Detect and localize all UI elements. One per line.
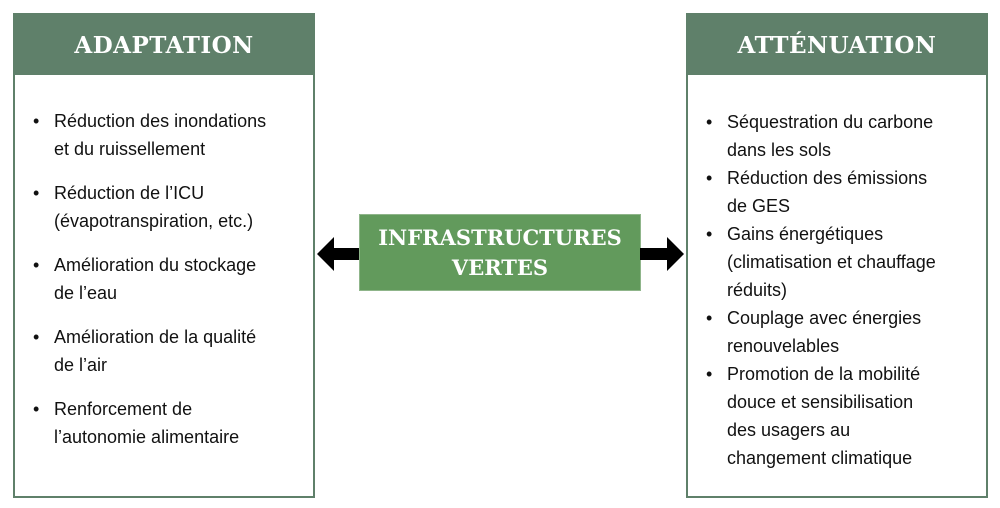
list-item: • Réduction des émissions de GES <box>702 164 936 220</box>
center-line: INFRASTRUCTURES <box>378 224 622 250</box>
attenuation-panel: ATTÉNUATION • Séquestration du carbone dan… <box>686 13 988 498</box>
list-item-text: Gains énergétiques <box>727 224 884 244</box>
list-item: • Couplage avec énergies renouvelables <box>702 304 936 360</box>
bullet-icon: • <box>706 364 713 384</box>
attenuation-list: • Séquestration du carbone dans les sols • R… <box>702 108 936 472</box>
list-item: • Gains énergétiques (climatisation et cha… <box>702 220 936 304</box>
list-item-text: changement climatique <box>727 448 913 468</box>
list-item-text: dans les sols <box>727 140 832 160</box>
bullet-icon: • <box>33 183 40 203</box>
list-item-text: et du ruissellement <box>54 139 206 159</box>
center-line: VERTES <box>451 254 549 280</box>
list-item-text: Amélioration de la qualité <box>54 327 257 347</box>
bullet-icon: • <box>33 399 40 419</box>
list-item: • Réduction des inondations et du ruissell… <box>29 107 266 163</box>
attenuation-title: ATTÉNUATION <box>688 15 986 75</box>
list-item-text: Promotion de la mobilité <box>727 364 921 384</box>
list-item-text: de l’eau <box>54 283 118 303</box>
list-item: • Amélioration de la qualité de l’air <box>29 323 266 379</box>
bullet-icon: • <box>706 224 713 244</box>
bullet-icon: • <box>706 168 713 188</box>
list-item-text: des usagers au <box>727 420 851 440</box>
list-item: • Promotion de la mobilité douce et sensib… <box>702 360 936 472</box>
list-item-text: l’autonomie alimentaire <box>54 427 240 447</box>
list-item-text: de GES <box>727 196 791 216</box>
list-item-text: (climatisation et chauffage <box>727 252 936 272</box>
infrastructures-vertes-box: INFRASTRUCTURES VERTES <box>359 214 641 291</box>
list-item: • Renforcement de l’autonomie alimentaire <box>29 395 266 451</box>
bullet-icon: • <box>706 308 713 328</box>
list-item-text: Réduction des émissions <box>727 168 928 188</box>
list-item-text: Couplage avec énergies <box>727 308 922 328</box>
list-item-text: renouvelables <box>727 336 840 356</box>
bullet-icon: • <box>33 111 40 131</box>
list-item-text: réduits) <box>727 280 788 300</box>
list-item-text: Renforcement de <box>54 399 193 419</box>
list-item-text: (évapotranspiration, etc.) <box>54 211 254 231</box>
bullet-icon: • <box>33 327 40 347</box>
bullet-icon: • <box>706 112 713 132</box>
list-item-text: Réduction des inondations <box>54 111 267 131</box>
list-item-text: de l’air <box>54 355 108 375</box>
bullet-icon: • <box>33 255 40 275</box>
adaptation-list: • Réduction des inondations et du ruissell… <box>29 107 266 467</box>
list-item: • Réduction de l’ICU (évapotranspiration, … <box>29 179 266 235</box>
list-item-text: Amélioration du stockage <box>54 255 257 275</box>
list-item-text: Séquestration du carbone <box>727 112 934 132</box>
list-item: • Séquestration du carbone dans les sols <box>702 108 936 164</box>
list-item: • Amélioration du stockage de l’eau <box>29 251 266 307</box>
adaptation-panel: ADAPTATION • Réduction des inondations et … <box>13 13 315 498</box>
adaptation-title: ADAPTATION <box>15 15 313 75</box>
list-item-text: Réduction de l’ICU <box>54 183 205 203</box>
arrow-right-icon <box>640 237 684 271</box>
list-item-text: douce et sensibilisation <box>727 392 914 412</box>
arrow-left-icon <box>317 237 361 271</box>
